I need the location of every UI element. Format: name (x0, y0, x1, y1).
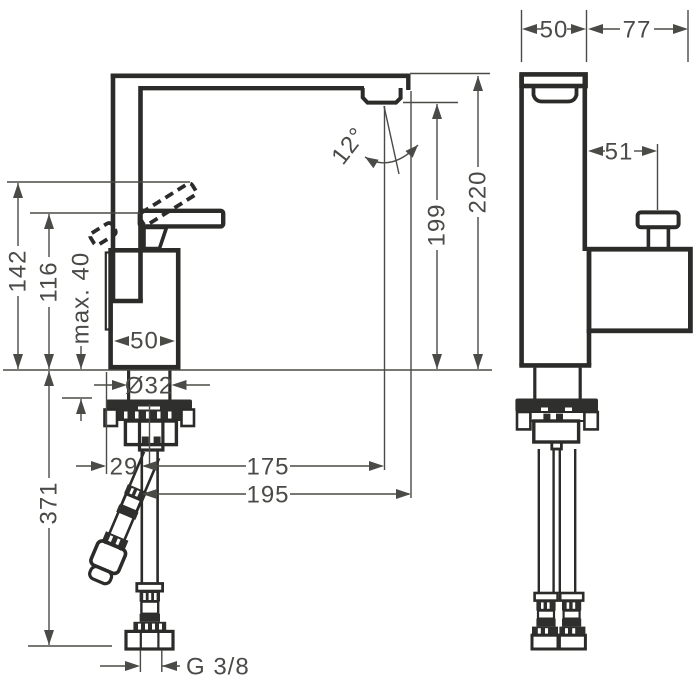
side-escutcheon-notch-2 (565, 407, 572, 412)
dim-reach-total-label: 195 (246, 482, 289, 509)
washer-hook-left (103, 408, 119, 428)
pipe-collar (135, 582, 165, 593)
side-washer-tooth-2 (556, 413, 563, 420)
dimension-arrows (13, 24, 688, 671)
side-escutcheon-notch-1 (541, 407, 548, 412)
spout-outlet-aerator (360, 88, 403, 105)
handle-knob-cap (635, 210, 681, 230)
braid-stripes-1 (143, 593, 157, 600)
mounting-nut (123, 419, 179, 447)
side-spout-cap (519, 72, 588, 89)
stud-hole-right (153, 436, 161, 444)
side-view (515, 72, 693, 651)
side-supply-hoses (530, 449, 587, 651)
pipe-segment (140, 600, 160, 615)
spray-direction-line (383, 105, 400, 175)
pipe-knurl-ring (133, 621, 167, 632)
dim-max-mounting-label: max. 40 (68, 252, 95, 344)
front-view (88, 73, 411, 651)
dim-depth-handle-label: 77 (623, 17, 652, 44)
dim-height-outlet-label: 199 (424, 203, 451, 246)
side-mounting-stud (550, 440, 563, 451)
washer-hook-right (180, 408, 196, 428)
dim-tailpiece-diameter-label: Ø32 (125, 373, 173, 400)
pipe-braid-band-2 (139, 613, 160, 622)
dim-depth-spout-label: 50 (540, 17, 569, 44)
dimension-lines (3, 10, 689, 672)
handle-housing (586, 246, 693, 334)
lever-hub (142, 225, 169, 251)
lever-handle (137, 208, 226, 229)
flexible-hose (88, 451, 161, 586)
stud-hole-left (141, 436, 149, 444)
lever-raised-position-dashed (137, 181, 199, 227)
side-mounting-nut (532, 419, 581, 444)
dim-spray-angle-label: 12° (326, 122, 371, 170)
side-escutcheon (515, 398, 598, 412)
dim-reach-outlet-label: 175 (246, 454, 289, 481)
lever-back-end-dashed (88, 221, 118, 247)
mounting-stud (137, 419, 165, 452)
dim-offset-left-label: 29 (110, 454, 139, 481)
handle-knob-stem (646, 225, 671, 251)
dim-body-width-label: 50 (130, 328, 159, 355)
washer-teeth (124, 411, 172, 419)
side-aerator (531, 86, 579, 104)
side-hook-right (583, 410, 600, 431)
knurl-stripes (138, 623, 162, 630)
g38-connector-nut (124, 629, 175, 651)
dim-handle-offset-label: 51 (605, 139, 634, 166)
dim-height-total-label: 220 (465, 170, 492, 213)
dim-height-lever-label: 116 (36, 261, 63, 302)
dim-hose-drop-label: 371 (36, 481, 63, 524)
dim-height-handle-max-label: 142 (5, 249, 32, 292)
dim-thread-label: G 3/8 (186, 654, 250, 681)
body-side-plate (104, 251, 113, 331)
side-washer-tooth-1 (543, 413, 551, 420)
side-hook-left (515, 410, 532, 431)
